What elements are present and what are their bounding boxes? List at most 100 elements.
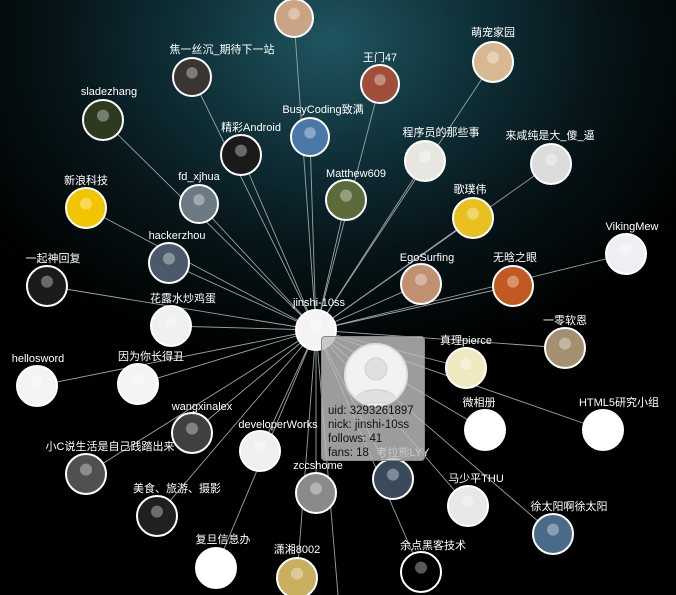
user-node[interactable]: 潇湘8002 — [274, 542, 320, 595]
avatar-icon[interactable] — [532, 513, 574, 555]
avatar-head-shape — [254, 440, 266, 453]
avatar-head-shape — [165, 315, 177, 328]
avatar-icon[interactable] — [171, 412, 213, 454]
avatar-icon[interactable] — [16, 365, 58, 407]
user-node[interactable]: 美食、旅游、摄影 — [133, 481, 221, 537]
avatar-icon[interactable] — [65, 187, 107, 229]
avatar-icon[interactable] — [82, 99, 124, 141]
tooltip-nick: nick: jinshi-10ss — [328, 419, 410, 431]
user-node[interactable]: BusyCoding致满 — [282, 102, 364, 157]
avatar-icon[interactable] — [445, 347, 487, 389]
avatar-icon[interactable] — [179, 184, 219, 224]
avatar-icon[interactable] — [117, 363, 159, 405]
avatar-icon[interactable] — [400, 551, 442, 593]
node-label: 复旦信息办 — [196, 532, 251, 546]
avatar-icon[interactable] — [65, 453, 107, 495]
node-label: hackerzhou — [149, 230, 206, 242]
user-node[interactable]: 精彩Android — [220, 121, 281, 176]
user-node[interactable]: 因为你长得丑 — [117, 350, 184, 405]
edge-n_wuhui — [315, 285, 514, 331]
edge-n_wait — [191, 76, 317, 331]
node-label: 新浪科技 — [64, 173, 108, 187]
user-node[interactable]: 来咸纯是大_傻_逼 — [505, 128, 595, 185]
avatar-head-shape — [41, 275, 53, 288]
user-node[interactable]: fd_xjhua — [178, 171, 221, 224]
user-node[interactable]: sladezhang — [81, 86, 137, 141]
avatar-icon[interactable] — [148, 242, 190, 284]
node-label: wangxinalex — [171, 401, 233, 413]
user-node[interactable]: 新浪科技 — [64, 173, 108, 229]
edge-n_hellosword — [36, 329, 317, 387]
avatar-icon[interactable] — [360, 64, 400, 104]
user-node[interactable]: 一起神回复 — [26, 251, 81, 307]
node-label: 歌璞伟 — [454, 182, 487, 196]
avatar-icon[interactable] — [400, 263, 442, 305]
user-node[interactable]: wangxinalex — [171, 401, 233, 454]
avatar-icon[interactable] — [26, 265, 68, 307]
user-node[interactable]: 马少平THU — [447, 472, 504, 527]
avatar-icon[interactable] — [220, 134, 262, 176]
avatar-head-shape — [547, 523, 559, 536]
avatar-icon[interactable] — [605, 233, 647, 275]
avatar-icon[interactable] — [472, 41, 514, 83]
user-node[interactable]: 歌璞伟 — [452, 182, 494, 239]
user-node[interactable]: Matthew609 — [325, 168, 386, 221]
user-node[interactable]: 微相册 — [463, 395, 506, 451]
avatar-icon[interactable] — [582, 409, 624, 451]
node-label: 小C说生活是自己践踏出来 — [46, 439, 175, 453]
avatar-icon[interactable] — [195, 547, 237, 589]
avatar-head-shape — [186, 422, 198, 435]
avatar-icon[interactable] — [404, 140, 446, 182]
avatar-head-shape — [460, 357, 472, 370]
avatar-icon[interactable] — [239, 430, 281, 472]
user-node[interactable]: 一零软恩 — [543, 313, 587, 369]
user-tooltip: uid: 3293261897 nick: jinshi-10ss follow… — [321, 336, 425, 461]
avatar-head-shape — [132, 373, 144, 386]
user-node[interactable]: 焦一丝沉_期待下一站 — [169, 42, 275, 97]
avatar-icon[interactable] — [447, 485, 489, 527]
avatar-icon[interactable] — [544, 327, 586, 369]
node-label: 程序员的那些事 — [403, 125, 480, 139]
avatar-icon[interactable] — [290, 117, 330, 157]
avatar-icon[interactable] — [274, 0, 314, 38]
user-node[interactable]: VikingMew — [605, 221, 659, 275]
user-node[interactable]: 真理pierce — [440, 333, 492, 389]
user-node[interactable]: hackerzhou — [148, 230, 206, 284]
user-node[interactable]: 徐太阳啊徐太阳 — [531, 499, 608, 555]
avatar-head-shape — [597, 419, 609, 432]
avatar-icon[interactable] — [295, 472, 337, 514]
avatar-icon[interactable] — [452, 197, 494, 239]
user-node[interactable]: 萌宠家园 — [471, 25, 515, 83]
user-node[interactable]: hellosword — [12, 353, 65, 407]
user-node[interactable]: developerWorks — [238, 419, 318, 472]
avatar-icon[interactable] — [492, 265, 534, 307]
node-label: 马少平THU — [448, 472, 504, 485]
user-node[interactable]: 王门47 — [360, 50, 400, 104]
user-node[interactable]: 花露水炒鸡蛋 — [150, 291, 216, 347]
user-node[interactable]: 小C说生活是自己践踏出来 — [46, 439, 175, 495]
avatar-icon[interactable] — [150, 305, 192, 347]
edge-n_matthew — [315, 199, 347, 331]
avatar-icon[interactable] — [136, 495, 178, 537]
avatar-head-shape — [462, 495, 474, 508]
node-label: 余点黑客技术 — [400, 538, 466, 552]
avatar-icon[interactable] — [172, 57, 212, 97]
edge-n_yinwei — [137, 329, 317, 385]
user-node[interactable]: 无晗之眼 — [492, 250, 537, 307]
user-node[interactable]: HTML5研究小组 — [579, 395, 659, 451]
avatar-icon[interactable] — [530, 143, 572, 185]
user-node[interactable]: zccshome — [293, 460, 343, 514]
avatar-icon[interactable] — [276, 557, 318, 595]
edge-n_sladezhang — [102, 119, 317, 331]
node-label: VikingMew — [606, 221, 659, 233]
avatar-icon[interactable] — [325, 179, 367, 221]
tooltip-uid: uid: 3293261897 — [328, 405, 414, 417]
user-node[interactable] — [274, 0, 314, 38]
user-node[interactable]: 余点黑客技术 — [400, 538, 466, 593]
user-node[interactable]: 程序员的那些事 — [403, 125, 480, 182]
user-node[interactable]: EgoSurfing — [400, 252, 454, 305]
avatar-head-shape — [288, 8, 300, 20]
avatar-icon[interactable] — [464, 409, 506, 451]
user-node[interactable]: 复旦信息办 — [195, 532, 251, 589]
